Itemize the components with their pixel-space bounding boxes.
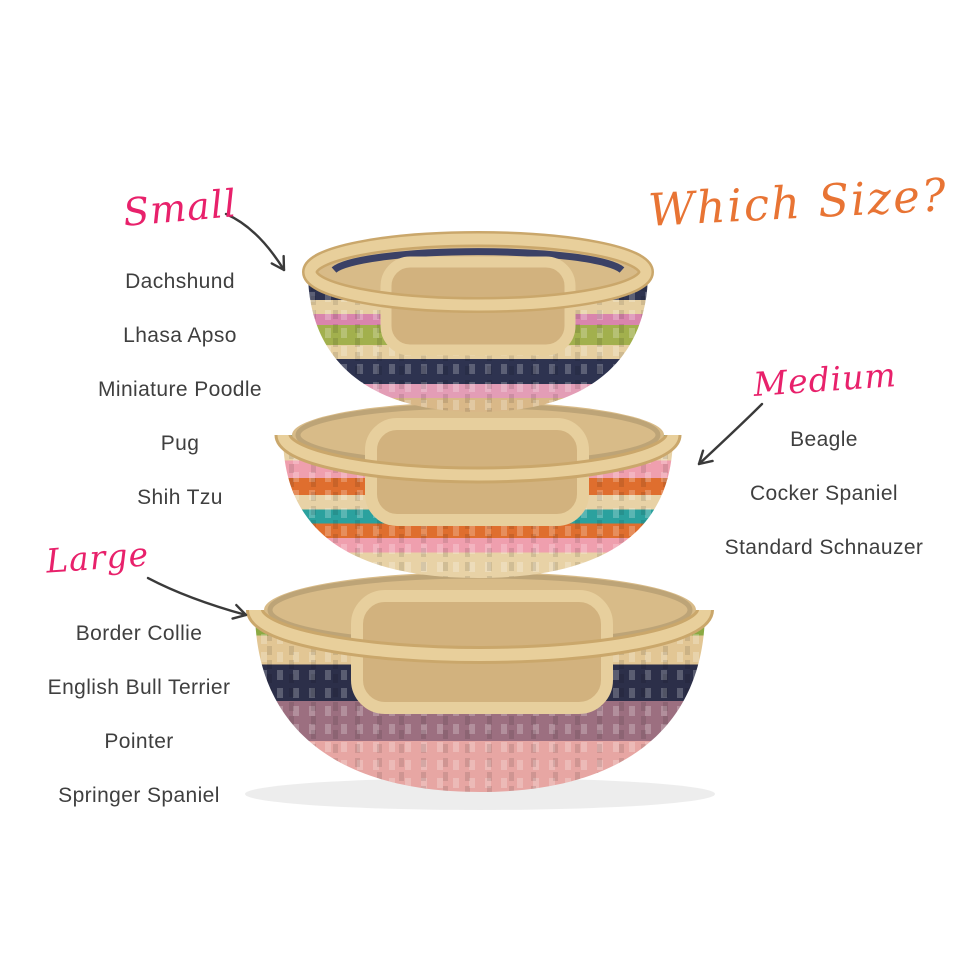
breed-item: Springer Spaniel bbox=[58, 784, 220, 807]
breed-item: Cocker Spaniel bbox=[749, 482, 898, 505]
breed-item: Border Collie bbox=[75, 622, 203, 645]
large-breed-list: Border Collie English Bull Terrier Point… bbox=[14, 623, 264, 839]
breed-item: Pug bbox=[160, 432, 200, 455]
breed-item: Beagle bbox=[790, 428, 858, 451]
small-breed-list: Dachshund Lhasa Apso Miniature Poodle Pu… bbox=[55, 271, 305, 541]
basket-shadow bbox=[245, 778, 715, 810]
breed-item: Lhasa Apso bbox=[123, 324, 237, 347]
medium-breed-list: Beagle Cocker Spaniel Standard Schnauzer bbox=[699, 429, 949, 591]
breed-item: Dachshund bbox=[125, 270, 235, 293]
arrow-to-large-basket bbox=[146, 576, 248, 620]
breed-item: Shih Tzu bbox=[137, 486, 223, 509]
breed-item: Pointer bbox=[104, 730, 174, 753]
basket-medium-image bbox=[274, 402, 682, 578]
breed-item: English Bull Terrier bbox=[47, 676, 231, 699]
arrow-to-medium-basket bbox=[697, 402, 764, 466]
breed-item: Miniature Poodle bbox=[98, 378, 262, 401]
breed-item: Standard Schnauzer bbox=[724, 536, 924, 559]
basket-small-image bbox=[302, 231, 654, 412]
arrow-to-small-basket bbox=[224, 212, 286, 272]
basket-large-image bbox=[246, 572, 714, 792]
